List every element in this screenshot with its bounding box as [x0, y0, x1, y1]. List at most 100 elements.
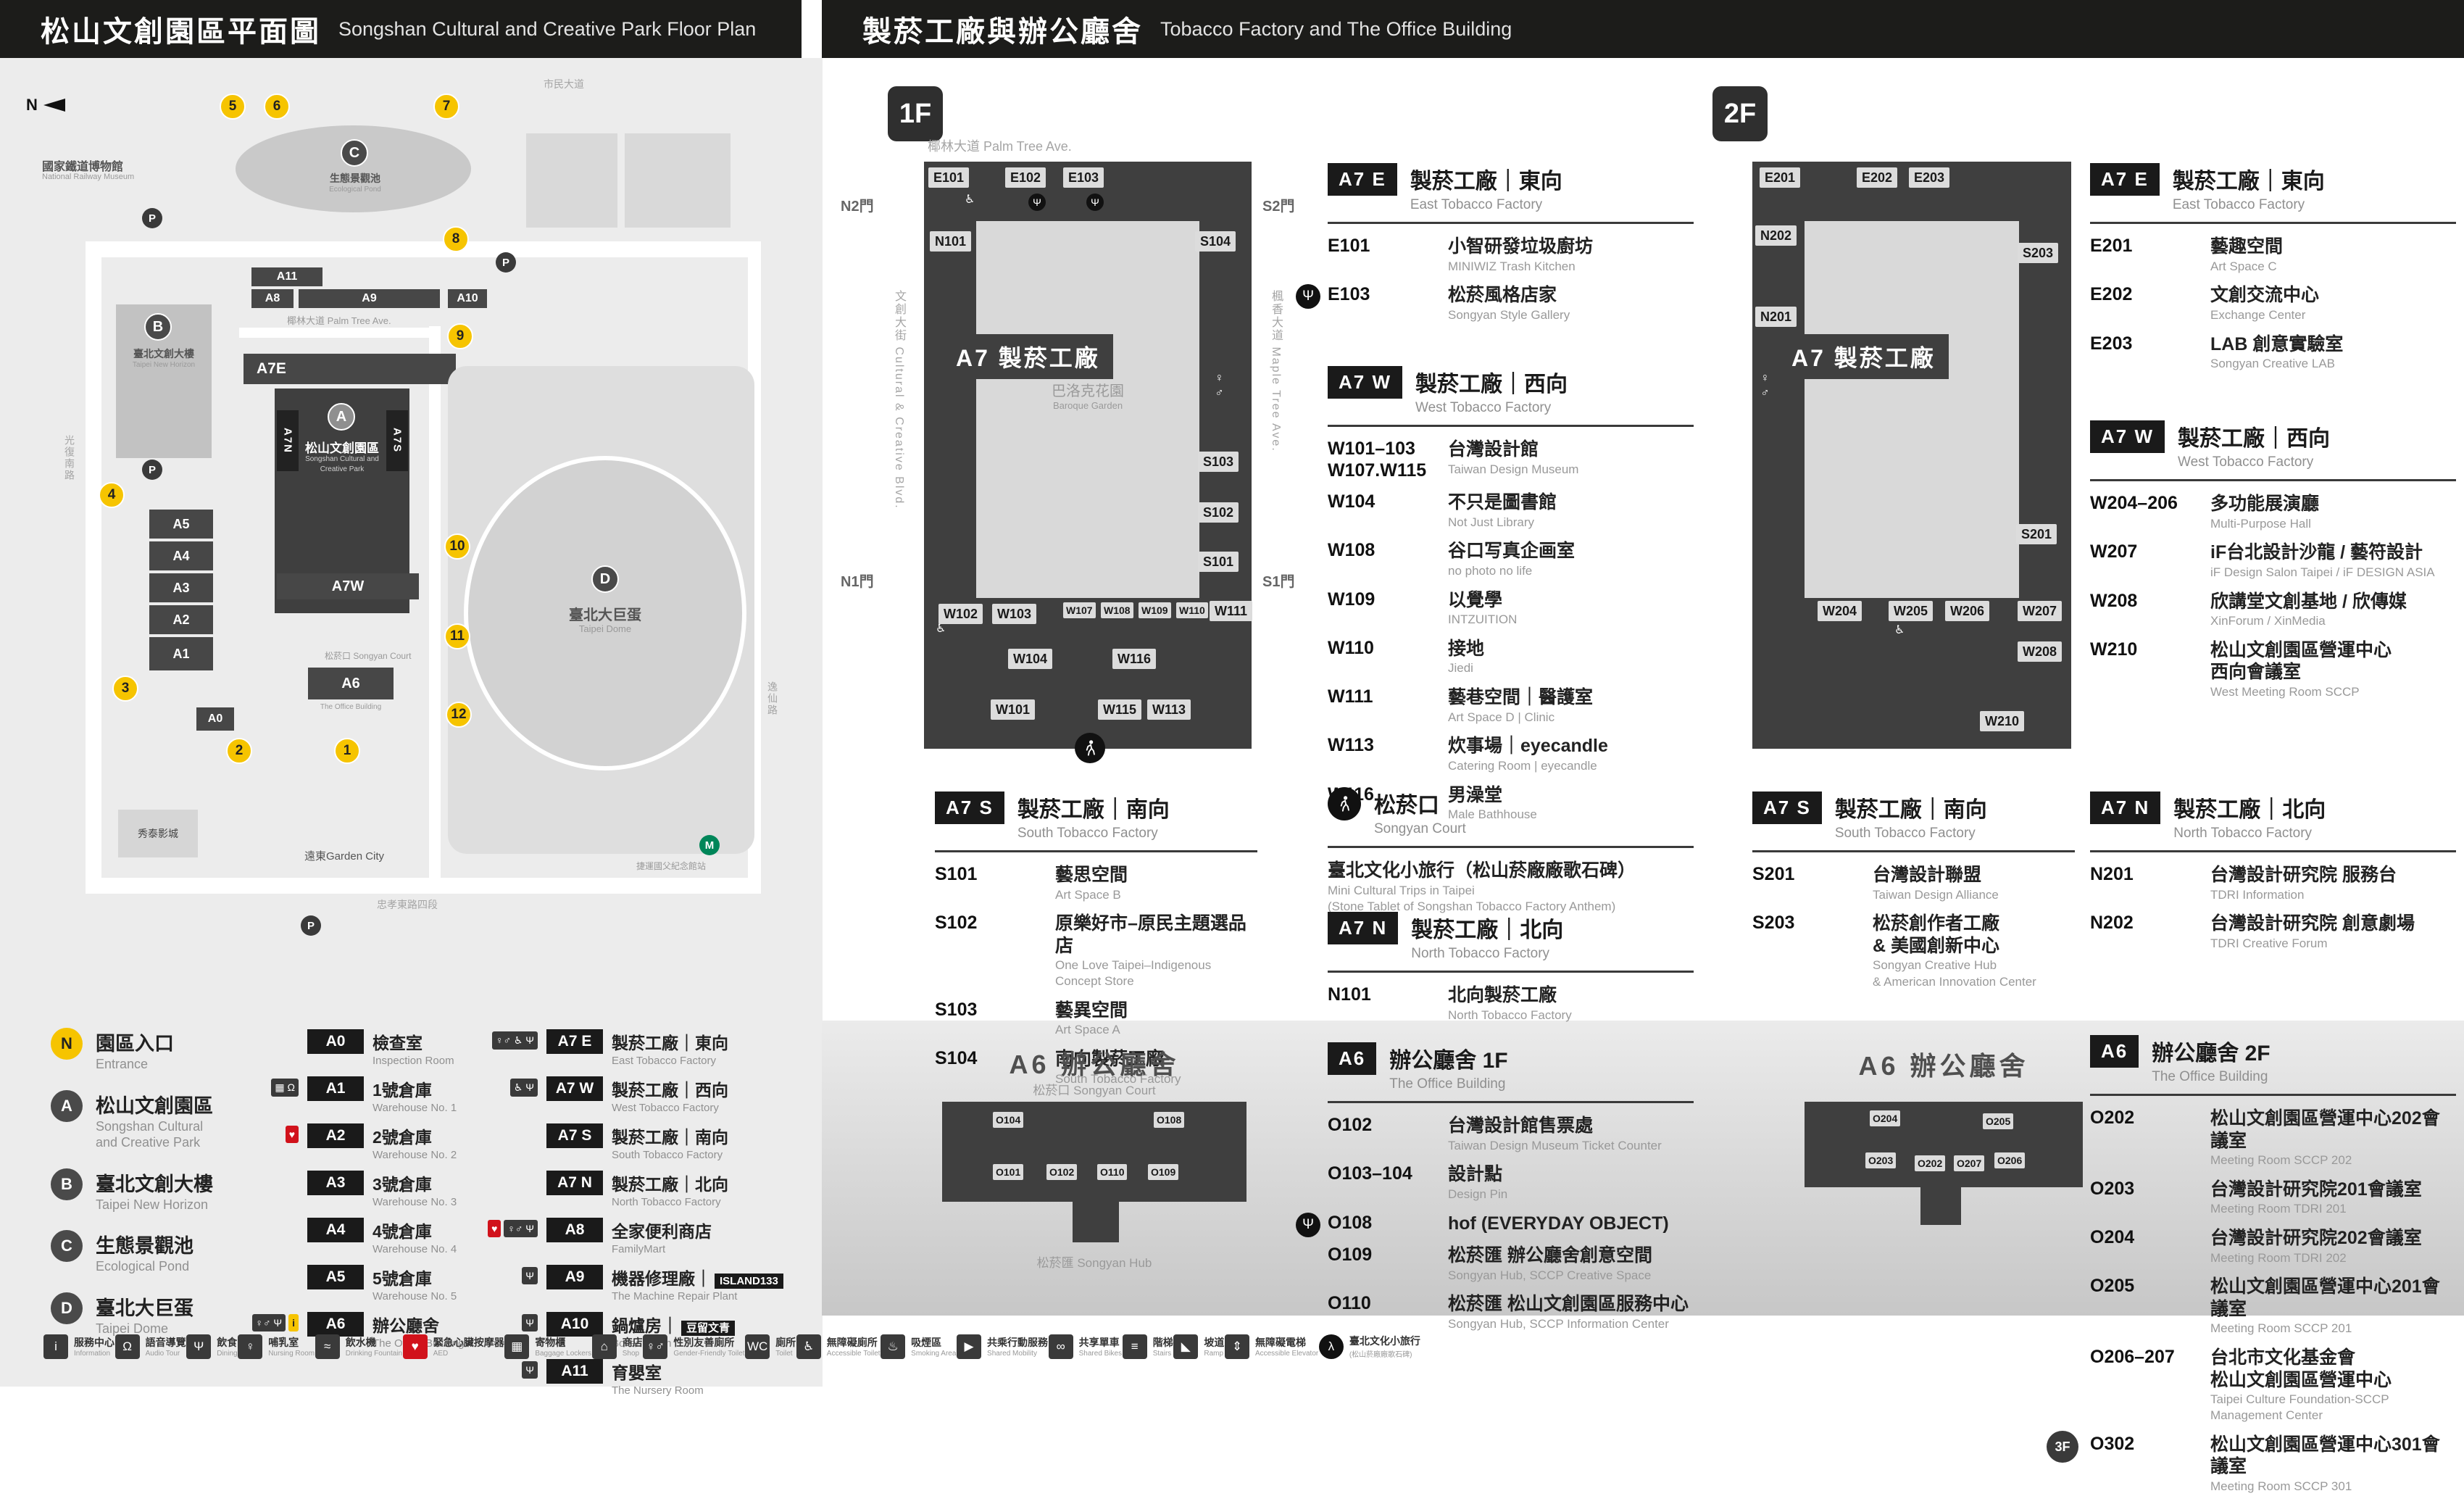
venue-name-en: Meeting Room TDRI 202: [2210, 1250, 2347, 1265]
group-code: A7 N: [2090, 792, 2161, 824]
gate-n2: N2門: [841, 199, 874, 215]
directory-row: W210 松山文創園區營運中心 西向會議室 West Meeting Room …: [2090, 639, 2456, 700]
amenity-label-zh: 臺北文化小旅行: [1349, 1335, 1420, 1347]
building-A0: A0: [196, 707, 234, 731]
directory-row: O205 松山文創園區營運中心201會議室 Meeting Room SCCP …: [2090, 1276, 2456, 1337]
venue-name-zh: 炊事場｜eyecandle: [1448, 736, 1608, 757]
amenity-icon-box: ♥: [217, 1123, 299, 1143]
group-title-zh: 製菸工廠｜南向: [1834, 798, 1987, 822]
building-name-en: East Tobacco Factory: [612, 1055, 716, 1067]
room-code: W110: [1328, 637, 1374, 658]
wing-north: [924, 221, 976, 598]
building-name-en: Warehouse No. 1: [372, 1102, 457, 1114]
venue-name-en: Not Just Library: [1448, 515, 1535, 529]
entrance-point-4: 4: [99, 482, 125, 508]
room-chip: S101: [1198, 552, 1239, 572]
street-palm-tree-ave-1f: 椰林大道 Palm Tree Ave.: [928, 139, 1072, 154]
room-code: S201: [1752, 864, 1795, 884]
amenity-legend-item: λ 臺北文化小旅行 (松山菸廠廠歌石碑): [1318, 1334, 1420, 1359]
room-chip: N101: [930, 231, 972, 252]
right-header-title-zh: 製菸工廠與辦公廳舍: [862, 16, 1143, 48]
left-header: 松山文創園區平面圖 Songshan Cultural and Creative…: [0, 0, 802, 58]
building-name-zh: 機器修理廠｜: [612, 1269, 712, 1288]
place-marker: D: [51, 1292, 83, 1324]
building-name-zh: 育嬰室: [612, 1363, 662, 1382]
building-name-en: Warehouse No. 3: [372, 1196, 457, 1208]
room-code: S103: [935, 999, 978, 1020]
building-name-zh: 辦公廳舍: [372, 1316, 439, 1335]
legend-building-row: Ψ A11 育嬰室 The Nursery Room: [457, 1359, 812, 1397]
venue-name-zh: 小智研發垃圾廚坊: [1448, 236, 1594, 257]
group-title-en: The Office Building: [2152, 1069, 2268, 1084]
amenity-label-en: Shared Bikes: [1078, 1350, 1123, 1358]
garden-label-zh: 巴洛克花園: [1052, 383, 1124, 399]
amenity-label-en: Audio Tour: [145, 1350, 180, 1358]
building-code-chip: A3: [307, 1171, 364, 1195]
amenity-icon-box: ▦ Ω: [217, 1076, 299, 1097]
room-code: E202: [2090, 284, 2133, 305]
directory-row: O110 松菸匯 松山文創園區服務中心 Songyan Hub, SCCP In…: [1328, 1293, 1694, 1331]
legend-building-row: ▦ Ω A1 1號倉庫 Warehouse No. 1: [217, 1076, 493, 1114]
building-name-en: South Tobacco Factory: [612, 1149, 723, 1161]
group-title-zh: 製菸工廠｜西向: [2178, 427, 2330, 451]
amenity-icon: ≡: [1122, 1334, 1147, 1359]
amenity-icon-box: [217, 1265, 299, 1267]
amenity-icon: ≈: [315, 1334, 340, 1359]
group-title-en: East Tobacco Factory: [2172, 197, 2305, 212]
venue-name-zh: 松菸匯 辦公廳舍創意空間: [1448, 1245, 1652, 1266]
entrance-point-2: 2: [226, 738, 252, 764]
venue-name-zh: 文創交流中心: [2210, 285, 2320, 306]
room-chip: W102: [938, 604, 983, 624]
amenity-label-en: Nursing Room: [268, 1350, 315, 1358]
street-cultural-blvd: 文創大街 Cultural & Creative Blvd.: [893, 290, 905, 510]
pond-label-en: Ecological Pond: [329, 186, 381, 194]
amenity-icon-box: [217, 1029, 299, 1031]
amenity-icons: ♿: [936, 623, 949, 635]
room-chip: W204: [1818, 601, 1862, 621]
building-code-chip: A0: [307, 1029, 364, 1054]
building-A11: A11: [251, 267, 322, 286]
room-code: E203: [2090, 333, 2133, 354]
venue-name-en: Multi-Purpose Hall: [2210, 516, 2311, 531]
room-code: E201: [2090, 236, 2133, 256]
directory-row: O109 松菸匯 辦公廳舍創意空間 Songyan Hub, SCCP Crea…: [1328, 1245, 1694, 1283]
right-header: 製菸工廠與辦公廳舍 Tobacco Factory and The Office…: [822, 0, 2464, 58]
room-chip: W115: [1098, 699, 1142, 720]
place-marker: B: [51, 1168, 83, 1200]
group-code: A6: [2090, 1035, 2139, 1068]
songyan-court-label: 松菸口 Songyan Court: [1033, 1084, 1156, 1097]
directory-row: S203 松菸創作者工廠 & 美國創新中心 Songyan Creative H…: [1752, 913, 2075, 990]
directory-row: S103 藝異空間 Art Space A: [935, 1000, 1257, 1038]
building-name-zh: 全家便利商店: [612, 1222, 712, 1241]
a6-plan-title-1f: A6 辦公廳舍: [1009, 1050, 1180, 1079]
room-code: E103: [1328, 284, 1370, 305]
directory-row: S101 藝思空間 Art Space B: [935, 864, 1257, 902]
group-title-zh: 製菸工廠｜南向: [1017, 798, 1170, 822]
room-chip: W104: [1008, 649, 1053, 669]
place-marker: C: [51, 1230, 83, 1262]
venue-name-en: Songyan Creative Hub: [1873, 958, 1997, 973]
venue-name-en: Design Pin: [1448, 1187, 1508, 1201]
songyan-court-icon: [1075, 733, 1105, 763]
venue-name-zh-2: & 美國創新中心: [1873, 935, 2000, 956]
group-code: A7 W: [1328, 366, 1402, 399]
aed-icon: ♥: [285, 1126, 299, 1143]
room-chip: S103: [1198, 452, 1239, 472]
place-name-zh: 松山文創園區: [96, 1094, 213, 1117]
venue-name-en: Art Space C: [2210, 259, 2277, 273]
room-code: O203: [2090, 1178, 2135, 1199]
legend-building-row: ♀♂ Ψ i A6 辦公廳舍 The Office Building: [217, 1312, 493, 1350]
amenity-label-zh: 廁所: [775, 1337, 796, 1348]
venue-name-en-2: & American Innovation Center: [1873, 975, 2036, 989]
amenity-label-en: Toilet: [775, 1350, 793, 1358]
entrance-point-1: 1: [334, 738, 360, 764]
room-code: O109: [1328, 1245, 1373, 1265]
amenity-icon-box: [457, 1123, 538, 1126]
venue-name-en-2: (Stone Tablet of Songshan Tobacco Factor…: [1328, 900, 1616, 914]
amenity-icons: ▦ Ω: [271, 1079, 299, 1097]
legend-building-row: A7 N 製菸工廠｜北向 North Tobacco Factory: [457, 1171, 812, 1208]
road: [86, 241, 761, 257]
